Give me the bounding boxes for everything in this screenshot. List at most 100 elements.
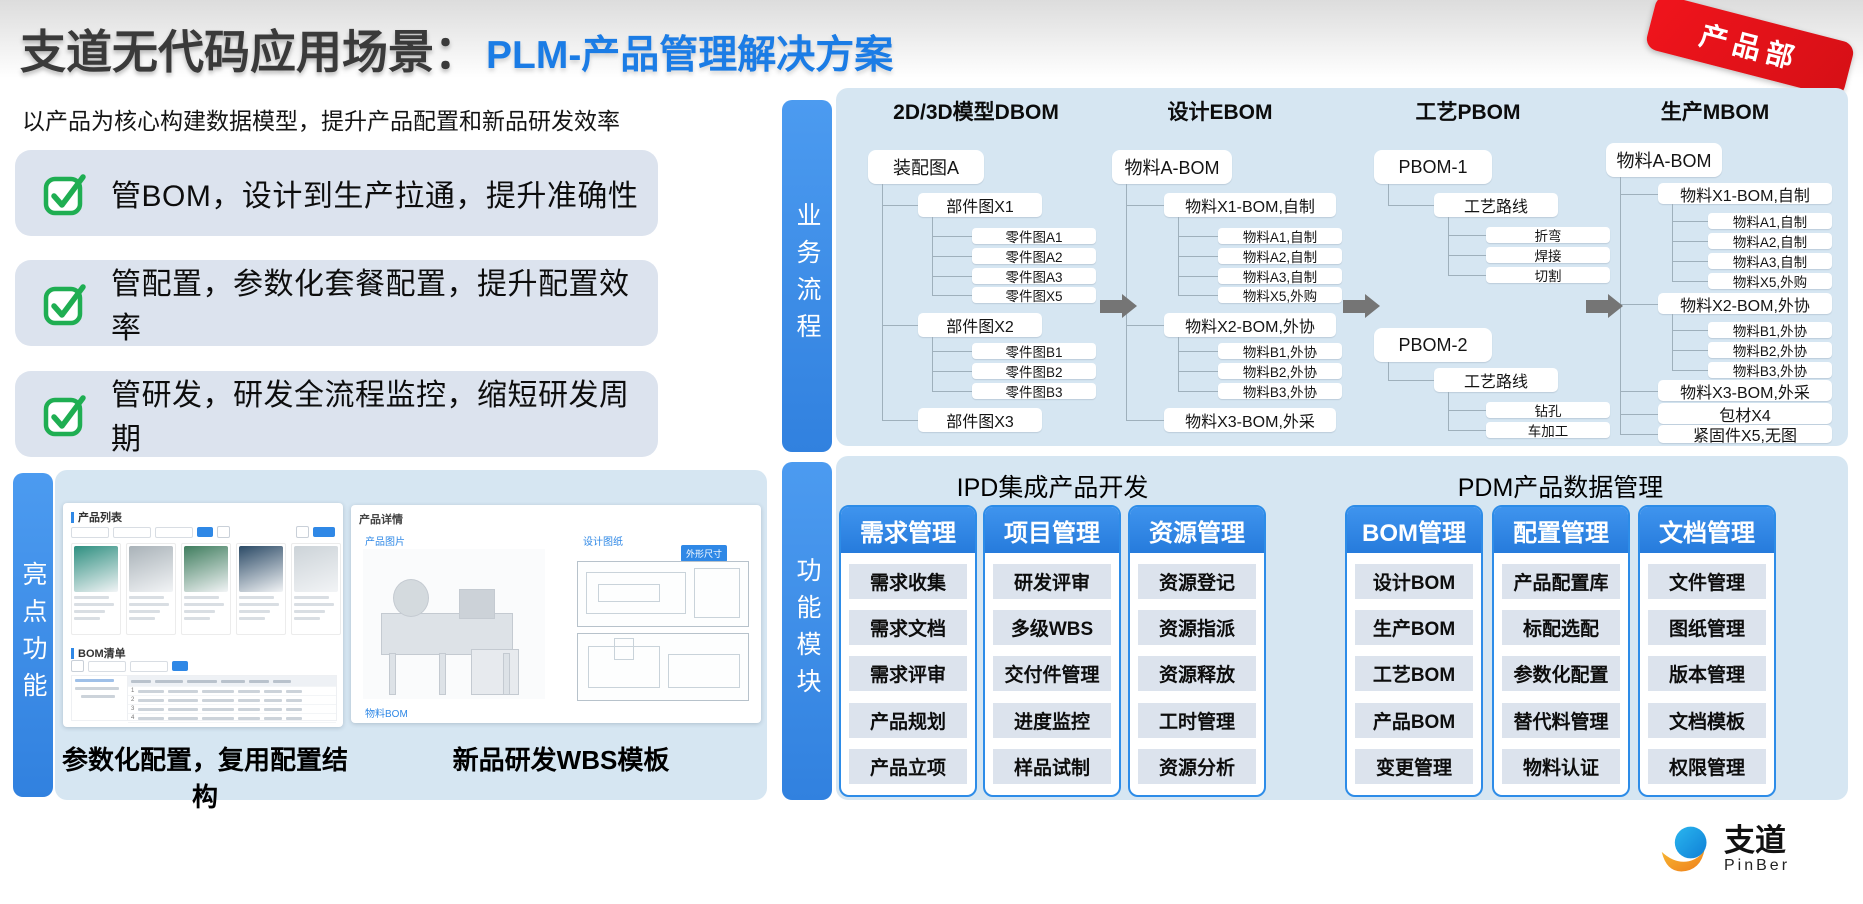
check-icon: [43, 174, 86, 216]
module-item: 设计BOM: [1355, 564, 1473, 600]
module-item: 产品配置库: [1502, 564, 1620, 600]
module-item: 需求收集: [849, 564, 967, 600]
bom-tree-pane: [72, 676, 128, 720]
shot1-title: 产品列表: [71, 509, 122, 525]
title-blue: PLM-产品管理解决方案: [486, 34, 894, 77]
shot2-title: 产品详情: [359, 514, 403, 526]
page-title: 支道无代码应用场景：PLM-产品管理解决方案: [20, 16, 893, 82]
module-item: 资源登记: [1138, 564, 1256, 600]
flow-node: 工艺路线: [1434, 368, 1558, 392]
module-item: 样品试制: [993, 748, 1111, 784]
flow-node: 零件图A2: [972, 248, 1096, 265]
module-item: 产品BOM: [1355, 702, 1473, 738]
mock-icon-button: [296, 526, 309, 538]
module-column-header: 资源管理: [1130, 507, 1264, 553]
module-column-header: 需求管理: [841, 507, 975, 553]
module-item: 文档模板: [1648, 702, 1766, 738]
module-item: 进度监控: [993, 702, 1111, 738]
flow-node: 零件图A3: [972, 268, 1096, 285]
module-item: 需求文档: [849, 610, 967, 646]
flow-node: 部件图X1: [918, 193, 1042, 217]
tab-function-modules: 功能模块: [782, 462, 832, 800]
module-item: 需求评审: [849, 656, 967, 692]
flow-node: 部件图X2: [918, 313, 1042, 337]
caption-wbs-template: 新品研发WBS模板: [452, 745, 670, 775]
module-item: 参数化配置: [1502, 656, 1620, 692]
module-item: 工时管理: [1138, 702, 1256, 738]
mock-search-button: [172, 661, 188, 671]
flow-node: 物料B1,外协: [1708, 322, 1832, 339]
label-material-bom: 物料BOM: [365, 709, 408, 720]
module-group-title: IPD集成产品开发: [956, 474, 1149, 502]
flow-node: 部件图X3: [918, 408, 1042, 432]
flow-node: 钻孔: [1486, 402, 1610, 419]
mock-add-button: [313, 527, 335, 537]
flow-node: PBOM-1: [1374, 150, 1492, 184]
flow-node: 物料A-BOM: [1606, 143, 1722, 177]
flow-column-title: 生产MBOM: [1660, 101, 1770, 124]
blue-bar-icon: [71, 647, 74, 659]
module-item: 变更管理: [1355, 748, 1473, 784]
flow-node: 物料B3,外协: [1218, 383, 1342, 400]
bullet-text: 管研发，研发全流程监控，缩短研发周期: [111, 379, 630, 456]
flow-node: 车加工: [1486, 422, 1610, 439]
module-column-header: 项目管理: [985, 507, 1119, 553]
module-item: 产品立项: [849, 748, 967, 784]
product-card: [181, 543, 231, 635]
flow-node: 零件图A1: [972, 228, 1096, 245]
flow-node: PBOM-2: [1374, 328, 1492, 362]
shot1-toolbar: [71, 526, 230, 538]
module-item: 生产BOM: [1355, 610, 1473, 646]
module-item: 交付件管理: [993, 656, 1111, 692]
flow-node: 焊接: [1486, 247, 1610, 264]
check-icon: [43, 395, 86, 437]
module-item: 研发评审: [993, 564, 1111, 600]
flow-node: 物料B3,外协: [1708, 362, 1832, 379]
drawing-mock-1: [577, 561, 749, 627]
mock-input: [71, 526, 109, 538]
mock-input: [88, 660, 126, 672]
module-column: 配置管理产品配置库标配选配参数化配置替代料管理物料认证: [1492, 505, 1630, 797]
module-column: 项目管理研发评审多级WBS 交付件管理进度监控样品试制: [983, 505, 1121, 797]
flow-node: 零件图B3: [972, 383, 1096, 400]
blue-bar-icon: [71, 511, 74, 523]
mock-icon-button: [71, 660, 84, 672]
module-item: 资源指派: [1138, 610, 1256, 646]
label-product-image: 产品图片: [365, 537, 405, 548]
flow-node: 工艺路线: [1434, 193, 1558, 217]
flow-arrow-icon: [1343, 294, 1380, 318]
product-card: [236, 543, 286, 635]
flow-node: 折弯: [1486, 227, 1610, 244]
screenshot-product-detail: 产品详情 产品图片 设计图纸 外形尺寸: [351, 505, 761, 723]
module-column: 资源管理资源登记资源指派资源释放工时管理资源分析: [1128, 505, 1266, 797]
module-column: 需求管理需求收集需求文档需求评审产品规划产品立项: [839, 505, 977, 797]
shot1-toolbar-right: [296, 526, 335, 538]
flow-node: 物料X2-BOM,外协: [1164, 313, 1336, 337]
module-item: 文件管理: [1648, 564, 1766, 600]
flow-node: 物料A2,自制: [1218, 248, 1342, 265]
highlights-panel: 产品列表 BOM清单: [55, 470, 767, 812]
check-icon: [43, 284, 86, 326]
bullet-item: 管配置，参数化套餐配置，提升配置效率: [15, 260, 658, 346]
module-item: 权限管理: [1648, 748, 1766, 784]
tab-highlights: 亮点功能: [13, 473, 53, 797]
module-group-title: PDM产品数据管理: [1457, 474, 1664, 502]
module-item: 工艺BOM: [1355, 656, 1473, 692]
flow-node: 物料X1-BOM,自制: [1658, 183, 1832, 205]
mock-reset-button: [217, 526, 230, 538]
module-column-header: 配置管理: [1494, 507, 1628, 553]
module-item: 替代料管理: [1502, 702, 1620, 738]
product-card: [291, 543, 341, 635]
logo: 支道 PinBer: [1658, 822, 1790, 878]
module-item: 产品规划: [849, 702, 967, 738]
flow-node: 物料X5,外购: [1708, 273, 1832, 290]
module-item: 多级WBS: [993, 610, 1111, 646]
flow-node: 零件图B1: [972, 343, 1096, 360]
bullet-item: 管BOM，设计到生产拉通，提升准确性: [15, 150, 658, 236]
tab-business-process: 业务流程: [782, 100, 832, 452]
tab-function-modules-label: 功能模块: [793, 557, 821, 705]
module-column-header: BOM管理: [1347, 507, 1481, 553]
flow-node: 包材X4: [1658, 403, 1832, 425]
